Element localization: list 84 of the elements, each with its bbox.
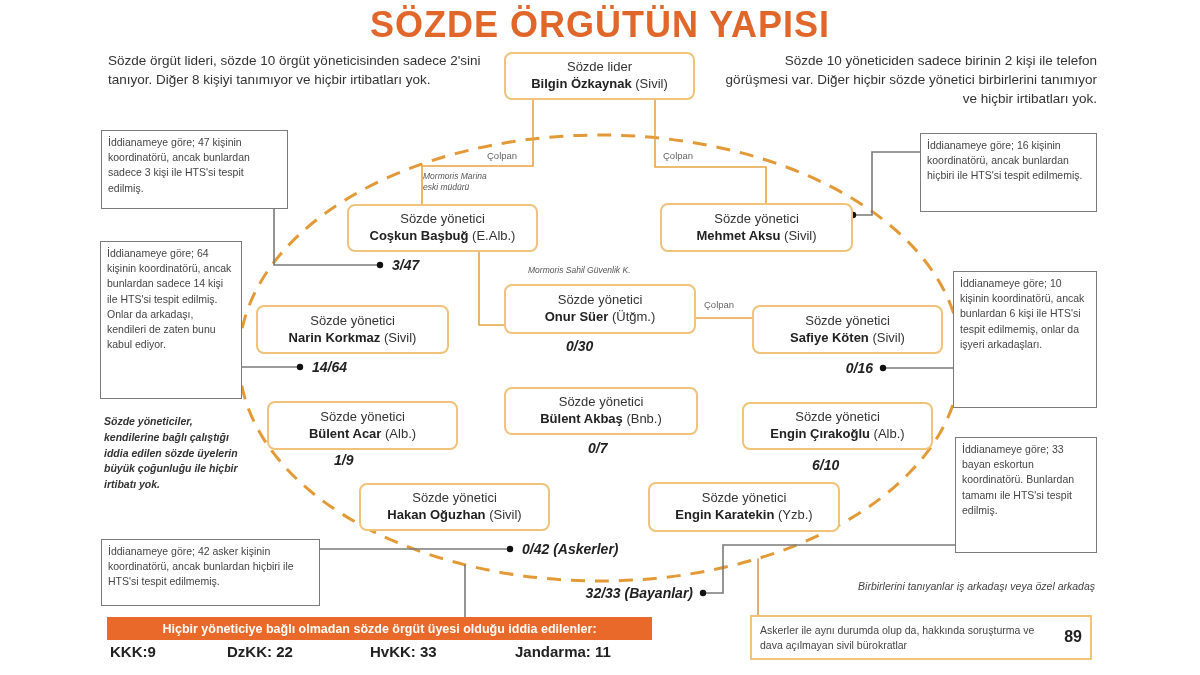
role-text: Sözde yönetici	[558, 394, 644, 411]
name-text: Engin Çırakoğlu (Alb.)	[770, 426, 905, 443]
note-text: İddianameye göre; 47 kişinin koordinatörü, ancak bunlardan sadece 3 kişi ile HTS'si tespit edilmiş.	[108, 135, 251, 196]
title: SÖZDE ÖRGÜTÜN YAPISI	[368, 4, 832, 46]
role-note: Mormoris Sahil Güvenlik K.	[528, 265, 632, 276]
ratio-figure: 0/7	[588, 440, 608, 456]
name-text: Bilgin Özkaynak (Sivil)	[531, 76, 668, 93]
note-box	[920, 133, 1097, 212]
person-card	[504, 284, 696, 334]
person-card	[504, 387, 698, 435]
note-text: İddianameye göre; 42 asker kişinin koordinatörü, ancak bunlardan hiçbiri ile HTS'si tespit edilmemiş.	[108, 544, 295, 590]
role-text: Sözde lider	[566, 59, 632, 76]
role-text: Sözde yönetici	[400, 211, 485, 228]
ratio-figure: 3/47	[380, 255, 440, 275]
ratio-figure: 14/64	[300, 357, 372, 377]
name-text: Narin Korkmaz (Sivil)	[288, 329, 417, 347]
person-card	[660, 203, 853, 252]
ratio-figure: 0/30	[566, 338, 594, 354]
role-text: Sözde yönetici	[320, 408, 405, 426]
note-text: Sözde yöneticiler, kendilerine bağlı çalıştığı iddia edilen sözde üyelerin büyük çoğunluğu ile hiçbir irtibatı yok.	[104, 414, 239, 492]
name-text: Onur Süer (Ütğm.)	[544, 309, 656, 326]
role-note: Mormoris Marina eski müdürü	[423, 171, 488, 193]
person-card	[256, 305, 449, 354]
ratio-figure: 1/9	[334, 452, 354, 468]
count-label: KKK:9	[110, 643, 156, 660]
name-text: Bülent Akbaş (Bnb.)	[540, 411, 662, 428]
note-text: Birbirlerini tanıyanlar iş arkadaşı veya özel arkadaş	[857, 580, 1095, 592]
note-text: İddianameye göre; 64 kişinin koordinatörü, ancak bunlardan sadece 14 kişi ile HTS'si tespit edilmiş. Onlar da arkadaşı, kendileri de zaten bunu kabul ediyor.	[107, 246, 233, 353]
count-label: HvKK: 33	[370, 643, 437, 660]
note-text: İddianameye göre; 10 kişinin koordinatörü, ancak bunlardan 6 kişi ile HTS'si tespit edilmemiş, onlar da işyeri arkadaşları.	[960, 276, 1086, 352]
person-card	[752, 305, 943, 354]
role-text: Sözde yönetici	[714, 210, 799, 228]
leader-line	[699, 544, 956, 597]
ratio-figure: 0/42 (Askerler)	[510, 539, 680, 559]
connector-line	[421, 99, 534, 205]
name-text: Mehmet Aksu (Sivil)	[696, 227, 817, 245]
leader-line	[319, 545, 514, 553]
name-text: Hakan Oğuzhan (Sivil)	[387, 507, 522, 524]
ratio-figure: 0/16	[805, 358, 883, 378]
info-text: Askerler ile aynı durumda olup da, hakkında soruşturma ve dava açılmayan sivil bürokratlar	[760, 622, 1036, 653]
person-card	[347, 204, 538, 252]
connector-line	[478, 251, 505, 326]
role-text: Sözde yönetici	[795, 409, 880, 426]
edge-label: Çolpan	[703, 299, 736, 310]
ratio-figure: 6/10	[812, 457, 840, 473]
edge-label: Çolpan	[662, 150, 695, 161]
leader-line	[241, 363, 304, 371]
leader-line	[464, 564, 466, 618]
role-text: Sözde yönetici	[412, 490, 497, 507]
name-text: Coşkun Başbuğ (E.Alb.)	[369, 228, 516, 245]
role-text: Sözde yönetici	[805, 312, 890, 330]
person-card	[504, 52, 695, 100]
person-card	[742, 402, 933, 450]
role-text: Sözde yönetici	[557, 292, 643, 309]
name-text: Bülent Acar (Alb.)	[308, 425, 417, 443]
leader-line	[273, 208, 384, 269]
connector-line	[654, 99, 767, 204]
person-card	[359, 483, 550, 531]
count-label: DzKK: 22	[227, 643, 293, 660]
edge-label: Çolpan	[486, 150, 519, 161]
note-box	[101, 539, 320, 606]
role-text: Sözde yönetici	[701, 490, 787, 507]
ratio-figure: 32/33 (Bayanlar)	[513, 583, 703, 603]
note-box	[101, 130, 288, 209]
name-text: Engin Karatekin (Yzb.)	[675, 507, 813, 524]
note-text: İddianameye göre; 16 kişinin koordinatörü, ancak bunlardan hiçbiri ile HTS'si tespit edilmemiş.	[927, 138, 1084, 184]
note-text: İddianameye göre; 33 bayan eskortun koordinatörü. Bunlardan tamamı ile HTS'si tespit edilmiş.	[962, 442, 1076, 518]
count-number: 89	[1064, 627, 1082, 648]
note-box	[953, 271, 1097, 408]
info-box	[750, 615, 1092, 660]
banner	[107, 617, 652, 640]
name-text: Safiye Köten (Sivil)	[790, 329, 905, 347]
connector-line	[695, 317, 753, 319]
note-text: Sözde 10 yöneticiden sadece birinin 2 kişi ile telefon görüşmesi var. Diğer hiçbir sözde yönetici birbirlerini tanımıyor ve hiçbir irtibatları yok.	[725, 52, 1097, 108]
connector-line	[757, 557, 759, 616]
role-text: Sözde yönetici	[310, 312, 395, 330]
note-box	[100, 241, 242, 399]
banner-text: Hiçbir yöneticiye bağlı olmadan sözde örgüt üyesi olduğu iddia edilenler:	[162, 621, 597, 636]
note-text: Sözde örgüt lideri, sözde 10 örgüt yöneticisinden sadece 2'sini tanıyor. Diğer 8 kişiyi tanımıyor ve hiçbir irtibatları yok.	[108, 52, 482, 89]
note-box	[955, 437, 1097, 553]
count-label: Jandarma: 11	[515, 643, 611, 660]
person-card	[648, 482, 840, 532]
person-card	[267, 401, 458, 450]
leader-line	[879, 364, 954, 372]
